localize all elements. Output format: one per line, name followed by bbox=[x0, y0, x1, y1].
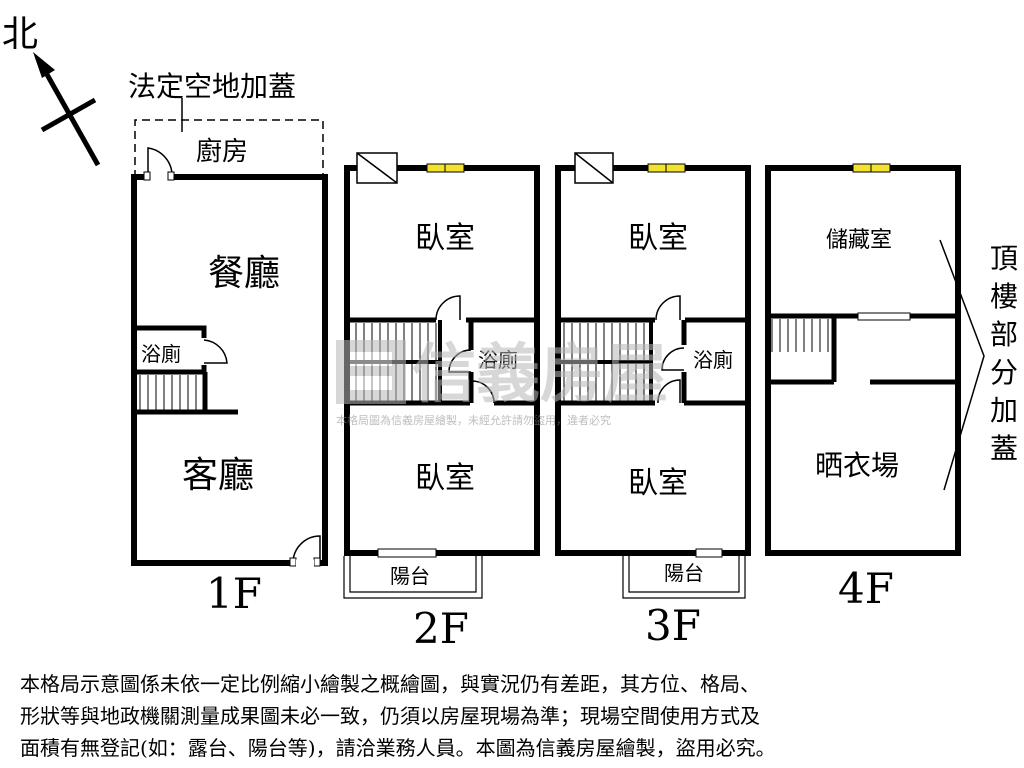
floor3-bedroom-top-label: 臥室 bbox=[628, 221, 688, 256]
north-label: 北 bbox=[2, 14, 38, 55]
floor2-bedroom-top-label: 臥室 bbox=[415, 221, 475, 256]
annex-label: 法定空地加蓋 bbox=[128, 70, 296, 103]
floor1-bath-wall bbox=[134, 325, 207, 338]
disclaimer: 本格局示意圖係未依一定比例縮小繪製之概繪圖，與實況仍有差距，其方位、格局、 形狀… bbox=[20, 668, 1010, 764]
dining-label: 餐廳 bbox=[208, 253, 280, 294]
roof-note-char: 部 bbox=[990, 318, 1018, 351]
floor3-bath-label: 浴廁 bbox=[693, 348, 733, 372]
roof-note-char: 蓋 bbox=[990, 432, 1018, 465]
floor1-stairs bbox=[137, 375, 205, 410]
storage-label: 儲藏室 bbox=[826, 228, 892, 253]
floor2-bedroom-bottom-label: 臥室 bbox=[415, 461, 475, 496]
disclaimer-line: 本格局示意圖係未依一定比例縮小繪製之概繪圖，與實況仍有差距，其方位、格局、 bbox=[20, 672, 760, 696]
floor2-label: 2F bbox=[413, 604, 469, 653]
floor1-label: 1F bbox=[206, 569, 262, 618]
compass-crossbar bbox=[40, 97, 97, 133]
floor3-bedroom-bottom-label: 臥室 bbox=[628, 466, 688, 501]
roof-note-char: 樓 bbox=[990, 280, 1018, 313]
floor1-bath-label: 浴廁 bbox=[141, 342, 181, 366]
north-arrow-head bbox=[33, 52, 55, 78]
disclaimer-line: 面積有無登記(如：露台、陽台等)，請洽業務人員。本圖為信義房屋繪製，盜用必究。 bbox=[20, 736, 776, 760]
watermark: 信義房屋 本格局圖為信義房屋繪製，未經允許請勿盜用，違者必究 bbox=[336, 338, 668, 427]
watermark-notice: 本格局圖為信義房屋繪製，未經允許請勿盜用，違者必究 bbox=[336, 413, 611, 427]
floor2-balcony-label: 陽台 bbox=[390, 564, 430, 588]
floor3-balcony-window bbox=[695, 548, 723, 558]
roof-note-char: 頂 bbox=[990, 242, 1018, 275]
floor-plan-diagram: 北 法定空地加蓋 廚房 浴廁 餐廳 客廳 1F bbox=[2, 14, 1018, 653]
floor2-balcony-window bbox=[377, 548, 437, 558]
roof-note-char: 分 bbox=[990, 356, 1018, 389]
floor-3: 臥室 浴廁 臥室 陽台 3F bbox=[555, 152, 751, 650]
floor3-balcony-label: 陽台 bbox=[664, 561, 704, 585]
floor1-outer-wall bbox=[131, 174, 328, 566]
roof-note-char: 加 bbox=[990, 394, 1018, 427]
floor4-label: 4F bbox=[838, 564, 894, 613]
annex-dashed-outline bbox=[134, 119, 324, 178]
bath-door bbox=[203, 339, 228, 364]
roof-addition-bracket bbox=[939, 239, 985, 491]
floor4-outer-wall bbox=[765, 165, 961, 556]
storage-sliding-door bbox=[857, 312, 911, 321]
watermark-brand: 信義房屋 bbox=[412, 338, 668, 412]
north-compass: 北 bbox=[2, 14, 101, 167]
disclaimer-line: 形狀等與地政機關測量成果圖未必一致，仍須以房屋現場為準；現場空間使用方式及 bbox=[20, 704, 760, 728]
floor3-label: 3F bbox=[645, 601, 701, 650]
floor4-stairs bbox=[771, 319, 833, 352]
roof-note: 頂 樓 部 分 加 蓋 bbox=[990, 242, 1018, 465]
laundry-label: 晒衣場 bbox=[815, 449, 899, 482]
floor2-bedroom-door bbox=[435, 295, 461, 321]
floor-1: 法定空地加蓋 廚房 浴廁 餐廳 客廳 1F bbox=[128, 70, 328, 618]
living-label: 客廳 bbox=[182, 455, 254, 496]
watermark-logo bbox=[336, 340, 406, 404]
kitchen-label: 廚房 bbox=[196, 137, 248, 167]
floor-4: 儲藏室 晒衣場 頂 樓 部 分 加 蓋 4F bbox=[765, 163, 1018, 613]
floor2-bath-label: 浴廁 bbox=[478, 348, 518, 372]
